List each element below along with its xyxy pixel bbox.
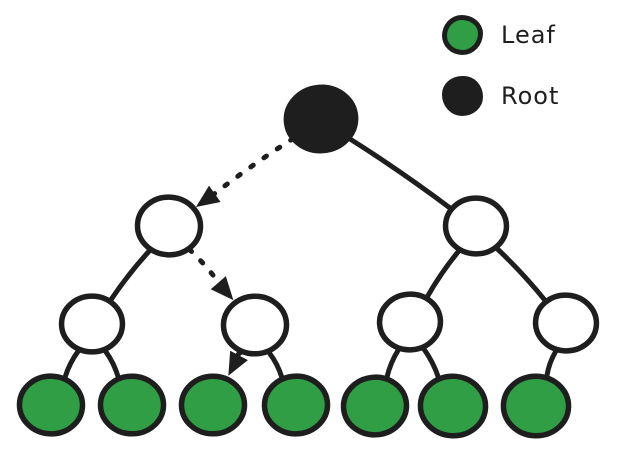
tree-node-leaf-7 <box>500 373 572 439</box>
leaf-swatch-icon <box>442 15 483 55</box>
legend-item-leaf: Leaf <box>442 15 559 55</box>
tree-node-lr <box>220 293 290 357</box>
arrowhead-root-to-l <box>195 185 221 208</box>
arrowheads-layer <box>195 185 248 376</box>
edge-l-to-lr <box>186 246 224 289</box>
tree-node-l <box>134 194 204 258</box>
edge-rl-to-leaf-6 <box>421 346 441 381</box>
edge-ll-to-leaf-2 <box>102 348 121 380</box>
tree-node-ll <box>58 293 126 355</box>
arrowhead-l-to-lr <box>210 276 234 301</box>
tree-node-leaf-4 <box>261 373 331 437</box>
tree-node-leaf-1 <box>16 373 86 437</box>
root-swatch-icon <box>442 76 483 116</box>
edge-r-to-rr <box>493 245 549 304</box>
nodes-layer <box>16 84 600 439</box>
edge-rr-to-leaf-7 <box>544 348 559 379</box>
tree-node-leaf-6 <box>417 373 489 439</box>
tree-node-leaf-2 <box>97 373 167 437</box>
tree-node-r <box>442 195 510 257</box>
edge-r-to-rl <box>424 248 462 300</box>
tree-node-rr <box>532 292 600 354</box>
edge-root-to-l <box>209 136 296 199</box>
legend-item-root: Root <box>442 76 559 116</box>
tree-node-rl <box>376 291 444 353</box>
legend-label-root: Root <box>501 82 560 110</box>
edge-rl-to-leaf-5 <box>384 347 401 380</box>
edge-lr-to-leaf-4 <box>266 350 285 380</box>
edge-root-to-r <box>346 135 454 212</box>
edge-l-to-ll <box>108 247 153 303</box>
tree-node-root <box>283 84 359 154</box>
arrowhead-lr-to-leaf-3 <box>228 350 248 376</box>
tree-node-leaf-3 <box>178 373 248 437</box>
tree-node-leaf-5 <box>340 374 410 438</box>
legend: Leaf Root <box>442 15 559 137</box>
edges-layer <box>62 135 559 381</box>
legend-label-leaf: Leaf <box>501 21 556 49</box>
edge-ll-to-leaf-1 <box>62 348 81 380</box>
